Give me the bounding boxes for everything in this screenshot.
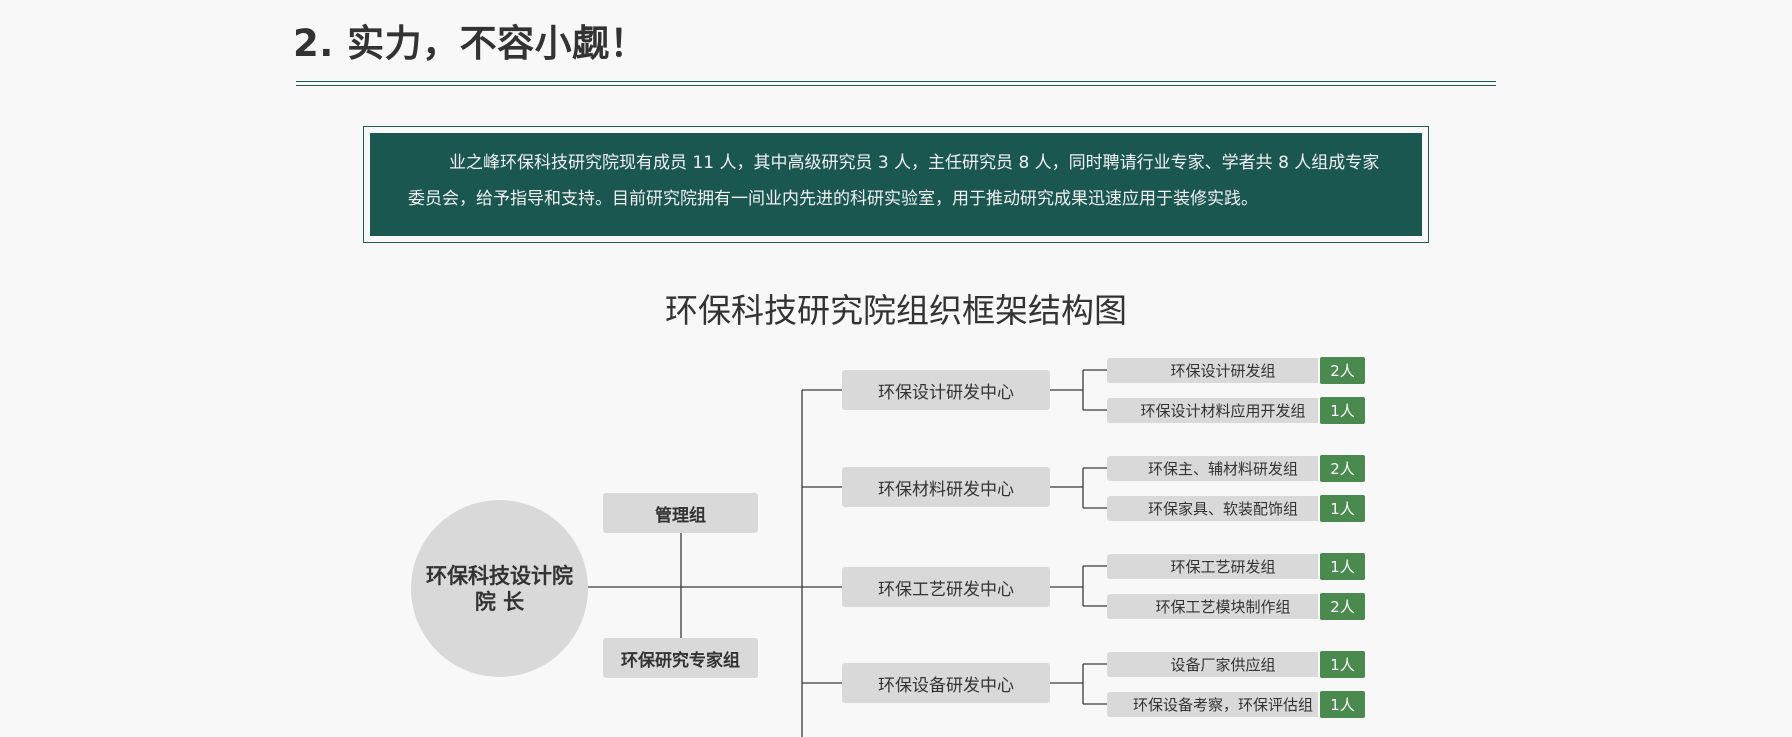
center-node-equipment: 环保设备研发中心 — [842, 663, 1050, 703]
group-node: 设备厂家供应组 — [1107, 652, 1347, 677]
heading-divider — [296, 81, 1496, 82]
intro-panel: 业之峰环保科技研究院现有成员 11 人，其中高级研究员 3 人，主任研究员 8 … — [363, 126, 1429, 243]
group-node: 环保工艺模块制作组 — [1107, 594, 1347, 619]
heading-divider-secondary — [296, 85, 1496, 86]
member-count-badge: 1人 — [1320, 553, 1365, 580]
group-node: 环保设计研发组 — [1107, 358, 1347, 383]
center-node-design: 环保设计研发中心 — [842, 370, 1050, 410]
center-node-materials: 环保材料研发中心 — [842, 467, 1050, 507]
member-count-badge: 2人 — [1320, 455, 1365, 482]
member-count-badge: 2人 — [1320, 357, 1365, 384]
member-count-badge: 1人 — [1320, 397, 1365, 424]
intro-text: 业之峰环保科技研究院现有成员 11 人，其中高级研究员 3 人，主任研究员 8 … — [370, 133, 1422, 236]
group-node: 环保设计材料应用开发组 — [1107, 398, 1347, 423]
member-count-badge: 1人 — [1320, 495, 1365, 522]
group-node: 环保家具、软装配饰组 — [1107, 496, 1347, 521]
side-node-management: 管理组 — [603, 493, 758, 533]
root-node-director: 环保科技设计院 院 长 — [411, 500, 588, 677]
group-node: 环保设备考察，环保评估组 — [1107, 692, 1347, 717]
member-count-badge: 1人 — [1320, 691, 1365, 718]
member-count-badge: 2人 — [1320, 593, 1365, 620]
root-line1: 环保科技设计院 — [426, 563, 573, 588]
center-node-process: 环保工艺研发中心 — [842, 567, 1050, 607]
section-heading: 2. 实力，不容小觑！ — [293, 22, 648, 65]
side-node-expert-group: 环保研究专家组 — [603, 638, 758, 678]
root-line2: 院 长 — [474, 589, 525, 614]
member-count-badge: 1人 — [1320, 651, 1365, 678]
group-node: 环保工艺研发组 — [1107, 554, 1347, 579]
org-chart-title: 环保科技研究院组织框架结构图 — [665, 291, 1127, 330]
group-node: 环保主、辅材料研发组 — [1107, 456, 1347, 481]
